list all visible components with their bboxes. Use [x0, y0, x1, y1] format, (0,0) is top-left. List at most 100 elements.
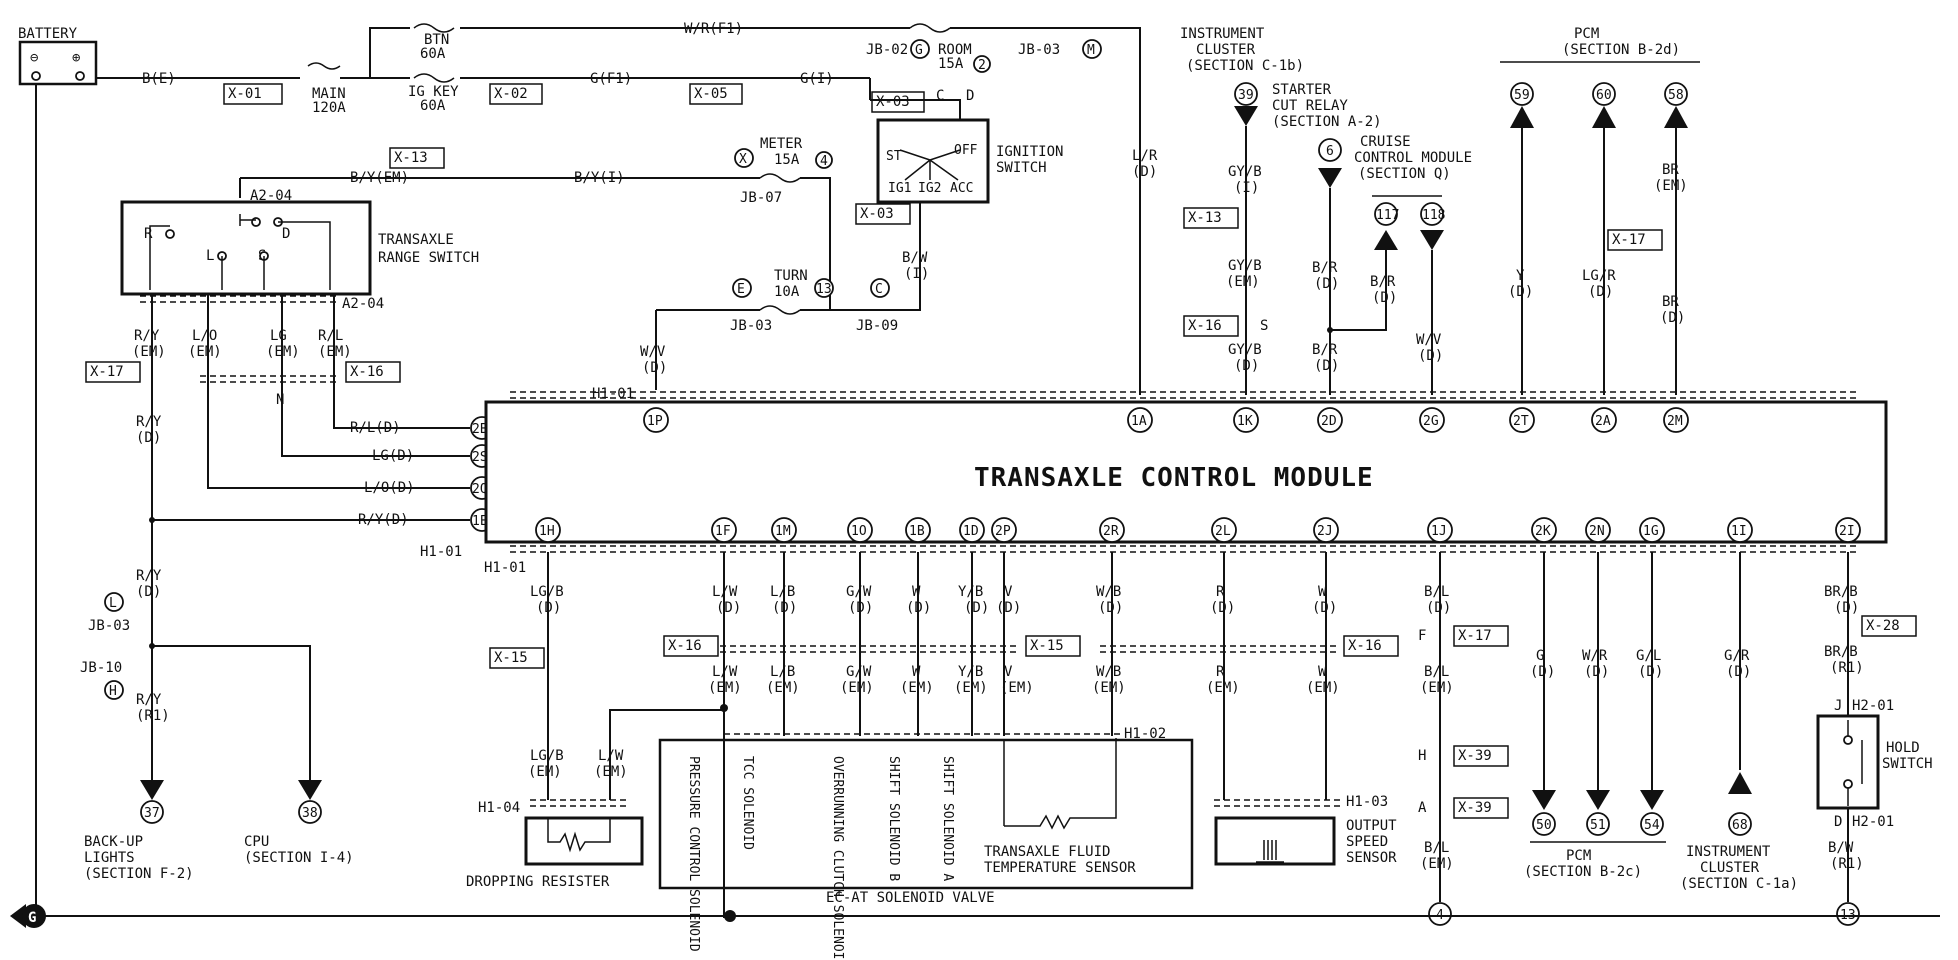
- jb-03-turn: JB-03: [730, 318, 772, 334]
- wire-br-d: BR: [1662, 294, 1679, 310]
- fuse-main-label: MAIN: [312, 86, 346, 102]
- left-pin-0: 2B: [472, 422, 488, 437]
- ign-st: ST: [886, 149, 902, 164]
- wire-b-r-1-code: (D): [1314, 276, 1339, 292]
- wire-gy-b-code: (I): [1234, 180, 1259, 196]
- wire-gy-b-d: GY/B: [1228, 342, 1262, 358]
- backup-label-1: BACK-UP: [84, 834, 143, 850]
- wire-b-l-d: B/L: [1424, 584, 1449, 600]
- wire-w-em-code: (EM): [900, 680, 934, 696]
- pcm-top-label-1: PCM: [1574, 26, 1599, 42]
- wire-r-d: R: [1216, 584, 1225, 600]
- module-bottom-pin-circle-8: [1211, 517, 1237, 543]
- fuse-meter: [759, 173, 801, 183]
- conn-s: S: [1260, 318, 1268, 334]
- pcm-pin-60: 60: [1596, 88, 1612, 103]
- wire-gy-b-em: GY/B: [1228, 258, 1262, 274]
- fuse-igkey-rating: 60A: [420, 98, 446, 114]
- module-bottom-pin-circle-5: [959, 517, 985, 543]
- conn-x16-lower-right: X-16: [1348, 638, 1382, 654]
- module-bottom-pin-circle-7: [1099, 517, 1125, 543]
- hold-h2-01-top: H2-01: [1852, 698, 1894, 714]
- wire-w-r-d-code: (D): [1584, 664, 1609, 680]
- wire-gy-b-d-code: (D): [1234, 358, 1259, 374]
- sol-overrunning: OVERRUNNING CLUTCH SOLENOID: [830, 756, 845, 960]
- left-pin-3: 1E: [472, 514, 488, 529]
- wire-r-y-r1-code: (R1): [136, 708, 170, 724]
- turn-circle-e: E: [737, 282, 745, 297]
- speed-label-1: OUTPUT: [1346, 818, 1397, 834]
- wire-r-d-code: (D): [1210, 600, 1235, 616]
- module-bottom-pin-10: 1J: [1431, 524, 1447, 539]
- module-bottom-pin-circle-10: [1427, 517, 1453, 543]
- conn-x05: X-05: [694, 86, 728, 102]
- jb-circle-l: L: [109, 596, 117, 611]
- wire-l-w-d: L/W: [712, 584, 738, 600]
- wire-w2-em: W: [1318, 664, 1327, 680]
- module-top-pin-5: 2T: [1513, 414, 1529, 429]
- wire-lg-em: LG: [270, 328, 287, 344]
- wire-w-b-em: W/B: [1096, 664, 1121, 680]
- module-bottom-pin-circle-15: [1835, 517, 1861, 543]
- wire-g-l-d-code: (D): [1638, 664, 1663, 680]
- fuse-btn-label: BTN: [424, 32, 449, 48]
- module-top-pin-circle-0: [643, 407, 669, 433]
- battery: BATTERY ⊖ ⊕: [18, 26, 98, 86]
- wire-b-l-em-code: (EM): [1420, 680, 1454, 696]
- wire-l-o-em: L/O: [192, 328, 217, 344]
- wire-br-em: BR: [1662, 162, 1679, 178]
- ic-top-label-3: (SECTION C-1b): [1186, 58, 1304, 74]
- h1-01-bot-left: H1-01: [420, 544, 462, 560]
- wire-l-b-em-code: (EM): [766, 680, 800, 696]
- conn-a: A: [1418, 800, 1427, 816]
- wire-br-d-code: (D): [1660, 310, 1685, 326]
- wire-g-w-em-code: (EM): [840, 680, 874, 696]
- ign-label-2: SWITCH: [996, 160, 1047, 176]
- wire-br-b-r1: BR/B: [1824, 644, 1858, 660]
- range-label-2: RANGE SWITCH: [378, 250, 479, 266]
- conn-x03-bot: X-03: [860, 206, 894, 222]
- fuse-room: [909, 23, 951, 33]
- wire-r-em: R: [1216, 664, 1225, 680]
- pcm-bottom: G (D) W/R (D) G/L (D) G/R (D) 50 51 54 6…: [1524, 552, 1798, 892]
- room-circle-2: 2: [978, 58, 986, 73]
- wire-l-b-em: L/B: [770, 664, 795, 680]
- module-top-pin-circle-6: [1591, 407, 1617, 433]
- module-bottom-pin-12: 2N: [1589, 524, 1605, 539]
- module-bottom-pin-circle-1: [711, 517, 737, 543]
- module-bottom-pin-0: 1H: [539, 524, 555, 539]
- fuse-room-label: ROOM: [938, 42, 972, 58]
- wire-w-b-d-code: (D): [1098, 600, 1123, 616]
- h1-03: H1-03: [1346, 794, 1388, 810]
- jb-03-m: JB-03: [1018, 42, 1060, 58]
- pin-38: 38: [302, 806, 318, 821]
- wire-b-l-em: B/L: [1424, 664, 1449, 680]
- range-conn-bot: A2-04: [342, 296, 384, 312]
- jb-03-lower: JB-03: [88, 618, 130, 634]
- range-label-1: TRANSAXLE: [378, 232, 454, 248]
- solenoid-wires: [783, 552, 1113, 736]
- left-pins: R/L(D) 2B LG(D) 2S L/O(D) 2Q R/Y(D) 1E: [350, 416, 494, 532]
- module-bottom-pin-7: 2R: [1103, 524, 1119, 539]
- battery-plus: ⊕: [72, 50, 81, 66]
- module-top-pin-circle-4: [1419, 407, 1445, 433]
- wire-y-b-em-code: (EM): [954, 680, 988, 696]
- conn-x16-lower: X-16: [668, 638, 702, 654]
- conn-x01: X-01: [228, 86, 262, 102]
- wire-l-w-em: L/W: [712, 664, 738, 680]
- module-top-pin-circle-2: [1233, 407, 1259, 433]
- wire-r-y-r1: R/Y: [136, 692, 162, 708]
- fuse-btn: [413, 23, 455, 33]
- fluid-label-2: TEMPERATURE SENSOR: [984, 860, 1136, 876]
- module-top-pin-2: 1K: [1237, 414, 1253, 429]
- wire-y-b-d: Y/B: [958, 584, 983, 600]
- wire-b-l-em2-code: (EM): [1420, 856, 1454, 872]
- hold-label-1: HOLD: [1886, 740, 1920, 756]
- module-bottom-pin-circle-14: [1727, 517, 1753, 543]
- wire-w-em: W: [912, 664, 921, 680]
- module-bottom-pin-circle-4: [905, 517, 931, 543]
- cpu-label-1: CPU: [244, 834, 269, 850]
- wire-w-r-f1: W/R(F1): [684, 21, 743, 37]
- range-n: N: [276, 392, 284, 408]
